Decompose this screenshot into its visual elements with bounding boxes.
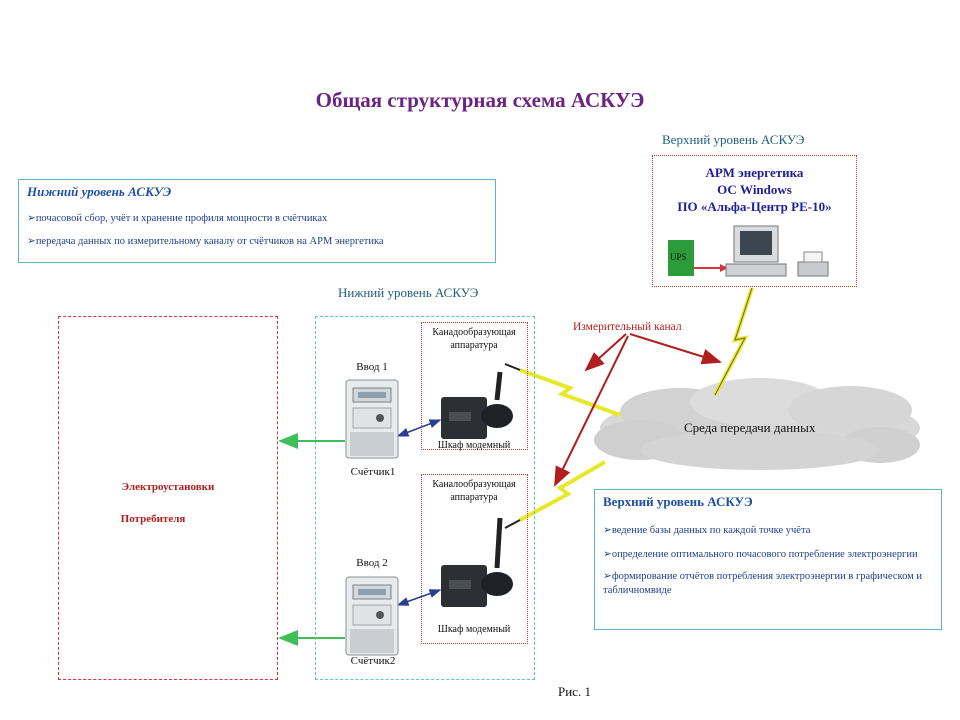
channel-equipment-label-2: Каналообразующая аппаратура (432, 479, 516, 503)
consumer-line-1: Электроустановки (121, 481, 215, 493)
input-2-label: Ввод 2 (356, 557, 388, 569)
lower-level-info-box: Нижний уровень АСКУЭ ➢почасовой сбор, уч… (18, 179, 496, 263)
modem-cabinet-2-icon (441, 517, 513, 607)
upper-info-item-3: ➢формирование отчётов потребления электр… (603, 571, 923, 596)
modem-cabinet-1-icon (441, 371, 513, 439)
consumer-line-2: Потребителя (120, 513, 186, 525)
lower-level-container (315, 316, 535, 680)
channel-equipment-box-2 (421, 474, 528, 644)
page-title: Общая структурная схема АСКУЭ (315, 88, 645, 112)
measuring-channel-label: Измерительный канал (573, 321, 682, 333)
data-medium-label: Среда передачи данных (684, 420, 816, 435)
channel-equipment-box-1 (421, 322, 528, 450)
lightning-bolt-2 (519, 460, 607, 522)
lower-info-title: Нижний уровень АСКУЭ (27, 184, 172, 199)
input-1-label: Ввод 1 (356, 361, 388, 373)
upper-info-item-1: ➢ведение базы данных по каждой точке учё… (603, 525, 811, 536)
meter-2-label: Счётчик2 (350, 655, 396, 667)
meter-1-label: Счётчик1 (350, 466, 396, 478)
blue-link-2 (396, 589, 442, 606)
figure-caption: Рис. 1 (558, 684, 591, 699)
lower-info-item-1: ➢почасовой сбор, учёт и хранение профиля… (27, 213, 328, 224)
lightning-bolt-upper-shadow (714, 287, 753, 396)
cabinet-label-2: Шкаф модемный (437, 624, 511, 635)
upper-level-caption: Верхний уровень АСКУЭ (662, 132, 805, 147)
ups-label: UPS (670, 252, 687, 262)
upper-info-item-2: ➢определение оптимального почасового пот… (603, 549, 918, 560)
consumer-box (58, 316, 278, 680)
channel-arrow-to-arm (629, 333, 722, 365)
upper-info-title: Верхний уровень АСКУЭ (603, 494, 753, 509)
lower-level-caption: Нижний уровень АСКУЭ (338, 285, 479, 300)
arm-title: АРМ энергетика (705, 165, 804, 180)
workstation-icon (668, 225, 829, 277)
upper-level-info-box: Верхний уровень АСКУЭ ➢ведение базы данн… (594, 489, 942, 630)
arm-box: АРМ энергетика ОС Windows ПО «Альфа-Цент… (652, 155, 857, 287)
channel-arrow-to-cabinet2 (554, 335, 629, 487)
arm-os: ОС Windows (717, 182, 792, 197)
channel-arrow-to-cabinet1 (584, 333, 627, 372)
meter-2-icon (345, 576, 399, 656)
channel-equipment-label-1: Канадообразующая аппаратура (432, 327, 516, 351)
arm-software: ПО «Альфа-Центр РЕ-10» (677, 199, 832, 214)
lightning-bolt-1-dark (504, 363, 521, 371)
lightning-bolt-1 (519, 368, 621, 417)
meter-1-icon (345, 379, 399, 459)
cabinet-label-1: Шкаф модемный (437, 440, 511, 451)
lower-info-item-2: ➢передача данных по измерительному канал… (27, 236, 384, 247)
cloud-shape (594, 378, 920, 470)
blue-link-1 (396, 419, 442, 437)
lightning-bolt-2-dark (504, 519, 521, 529)
